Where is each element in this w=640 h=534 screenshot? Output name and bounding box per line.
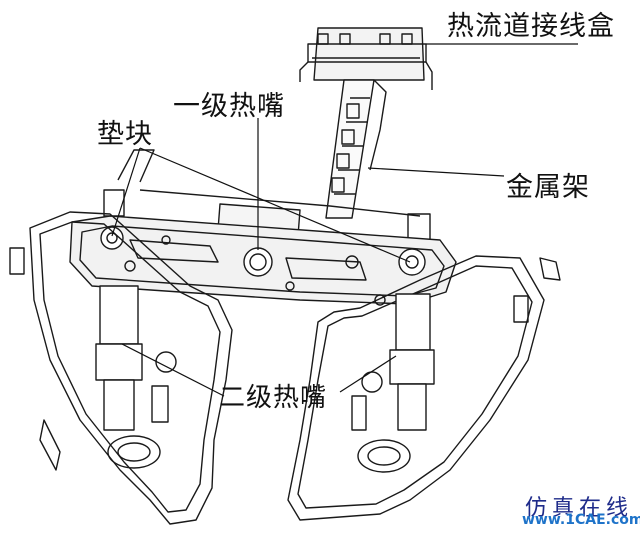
- label-secondary-nozzle: 二级热嘴: [219, 383, 328, 413]
- watermark-text: 仿真在线: [525, 496, 634, 521]
- label-metal-frame: 金属架: [506, 172, 590, 203]
- primary-nozzle-shape: [243, 247, 273, 277]
- callout-leaders: [111, 43, 578, 397]
- leader-pad-1: [111, 147, 141, 237]
- pad-shapes: [100, 226, 426, 276]
- label-primary-nozzle: 一级热嘴: [173, 91, 285, 122]
- label-junction-box: 热流道接线盒: [447, 11, 615, 42]
- leader-frame: [367, 167, 505, 177]
- leader-nozzle2-right: [339, 355, 397, 393]
- secondary-nozzle-right: [357, 293, 435, 473]
- label-pad: 垫块: [97, 119, 153, 150]
- metal-frame-shape: [325, 79, 387, 219]
- junction-box-shape: [299, 27, 433, 90]
- watermark-url: www.1CAE.com: [522, 512, 640, 528]
- leader-nozzle2-left: [121, 343, 225, 397]
- secondary-nozzle-left: [95, 285, 161, 469]
- leader-pad-2: [139, 147, 411, 263]
- left-mold-shell: [9, 211, 233, 525]
